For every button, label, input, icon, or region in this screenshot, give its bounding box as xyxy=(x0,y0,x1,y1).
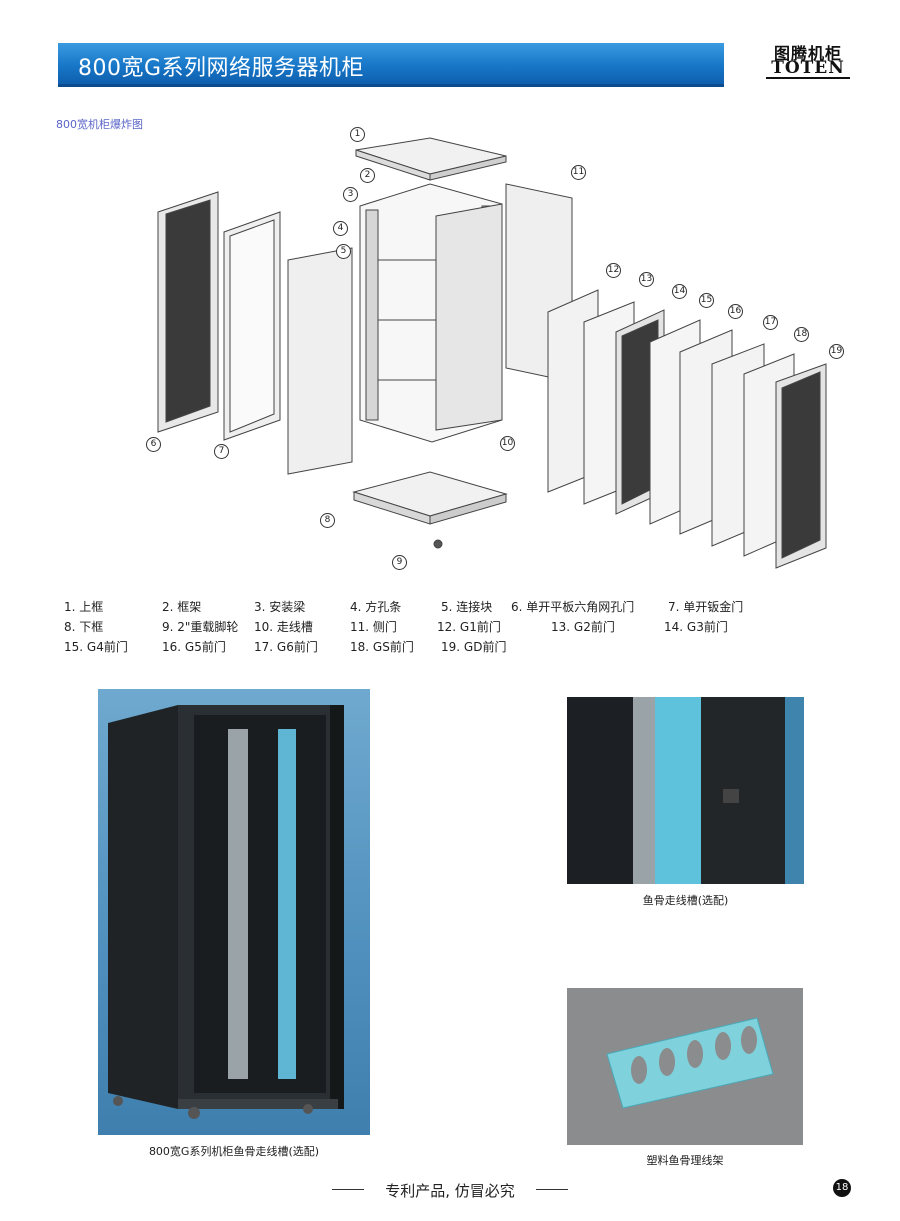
callout-6: 6 xyxy=(146,437,161,452)
fishbone-detail-photo xyxy=(567,697,804,884)
page-number: 18 xyxy=(833,1179,851,1197)
callout-5: 5 xyxy=(336,244,351,259)
top-frame xyxy=(355,137,507,175)
part-15: 15. G4前门 xyxy=(64,640,128,654)
detail-photo-caption: 鱼骨走线槽(选配) xyxy=(642,894,729,907)
callout-16: 16 xyxy=(728,304,743,319)
logo-english: TOTEN xyxy=(771,58,845,78)
footer-line-left xyxy=(332,1189,364,1190)
callout-18: 18 xyxy=(794,327,809,342)
plastic-fishbone-photo xyxy=(567,988,803,1145)
callout-11: 11 xyxy=(571,165,586,180)
callout-14: 14 xyxy=(672,284,687,299)
part-2: 2. 框架 xyxy=(162,600,202,614)
callout-19: 19 xyxy=(829,344,844,359)
header-bar: 800宽G系列网络服务器机柜 xyxy=(58,43,724,87)
part-1: 1. 上框 xyxy=(64,600,104,614)
part-10: 10. 走线槽 xyxy=(254,620,313,634)
part-12: 12. G1前门 xyxy=(437,620,501,634)
plastic-photo-caption: 塑料鱼骨理线架 xyxy=(646,1154,724,1167)
part-8: 8. 下框 xyxy=(64,620,104,634)
part-11: 11. 侧门 xyxy=(350,620,397,634)
footer-line-right xyxy=(536,1189,568,1190)
brand-logo: 图腾机柜 TOTEN xyxy=(766,40,850,80)
section-label: 800宽机柜爆炸图 xyxy=(56,118,143,131)
callout-17: 17 xyxy=(763,315,778,330)
part-13: 13. G2前门 xyxy=(551,620,615,634)
callout-15: 15 xyxy=(699,293,714,308)
callout-8: 8 xyxy=(320,513,335,528)
callout-13: 13 xyxy=(639,272,654,287)
callout-12: 12 xyxy=(606,263,621,278)
bottom-frame xyxy=(352,471,508,517)
callout-10: 10 xyxy=(500,436,515,451)
callout-2: 2 xyxy=(360,168,375,183)
caster xyxy=(433,539,443,549)
part-5: 5. 连接块 xyxy=(441,600,493,614)
logo-chinese: 图腾机柜 xyxy=(773,44,842,63)
callout-4: 4 xyxy=(333,221,348,236)
part-17: 17. G6前门 xyxy=(254,640,318,654)
part-18: 18. GS前门 xyxy=(350,640,414,654)
part-4: 4. 方孔条 xyxy=(350,600,402,614)
part-19: 19. GD前门 xyxy=(441,640,507,654)
main-photo-caption: 800宽G系列机柜鱼骨走线槽(选配) xyxy=(148,1145,320,1158)
part-7: 7. 单开钣金门 xyxy=(668,600,744,614)
callout-9: 9 xyxy=(392,555,407,570)
logo-underline xyxy=(766,77,850,79)
callout-3: 3 xyxy=(343,187,358,202)
side-panel-left xyxy=(287,247,353,475)
part-3: 3. 安装梁 xyxy=(254,600,306,614)
cabinet-photo xyxy=(98,689,370,1135)
part-16: 16. G5前门 xyxy=(162,640,226,654)
callout-7: 7 xyxy=(214,444,229,459)
part-9: 9. 2"重载脚轮 xyxy=(162,620,239,634)
exploded-diagram xyxy=(157,137,827,569)
page-title: 800宽G系列网络服务器机柜 xyxy=(78,56,365,81)
part-14: 14. G3前门 xyxy=(664,620,728,634)
footer-slogan: 专利产品, 仿冒必究 xyxy=(385,1182,515,1200)
callout-1: 1 xyxy=(350,127,365,142)
part-6: 6. 单开平板六角网孔门 xyxy=(511,600,635,614)
